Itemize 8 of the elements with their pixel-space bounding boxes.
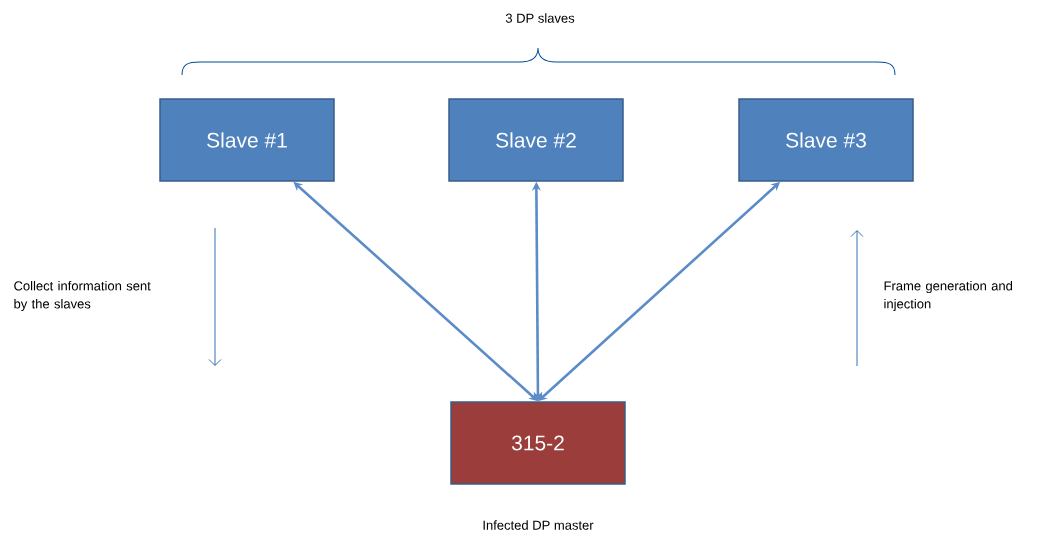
note: Frame generation and injection: [884, 280, 1013, 312]
process-box: Slave #1: [159, 98, 335, 182]
process-box: Slave #3: [738, 98, 914, 182]
node-label: Infected DP master: [483, 520, 594, 530]
process-box: 315-2: [450, 401, 626, 485]
group-label: 3 DP slaves: [505, 13, 575, 23]
note: Collect information sent by the slaves: [14, 280, 151, 312]
process-box: Slave #2: [448, 98, 624, 182]
